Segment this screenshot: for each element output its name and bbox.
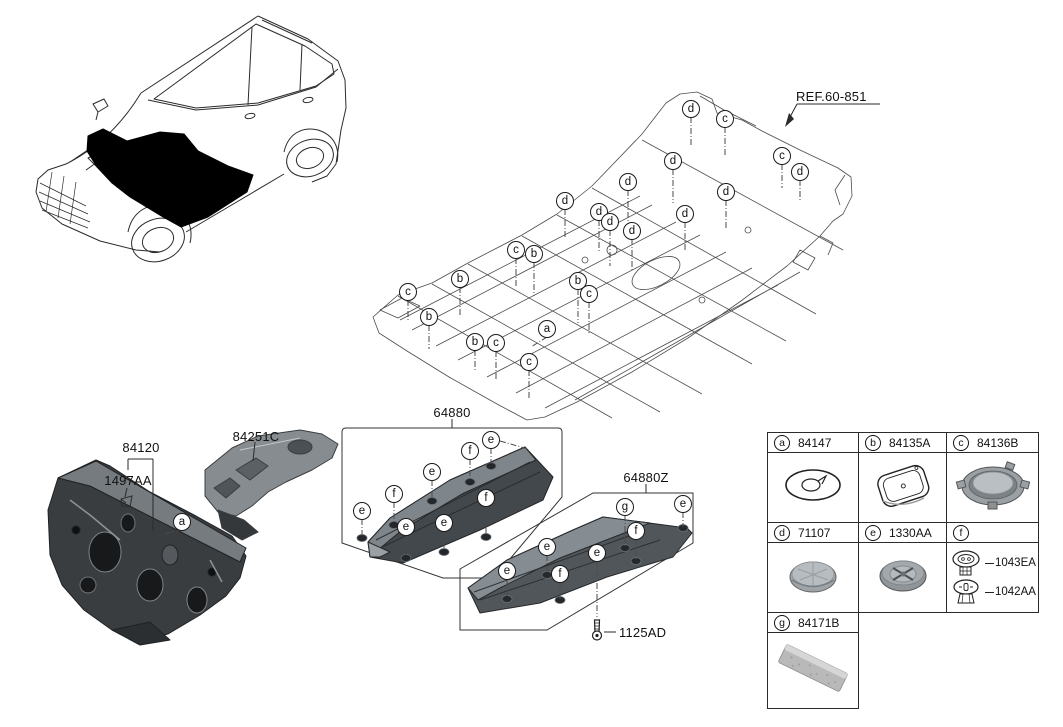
upper-pad-illustration [204, 429, 339, 541]
clip-tag-shape [120, 495, 133, 508]
callout-g: g [774, 614, 790, 631]
legend-cell-e [858, 542, 947, 613]
legend-empty-cell [859, 633, 947, 709]
label-clip: 1497AA [104, 473, 152, 488]
legend-empty-cell [947, 633, 1039, 709]
label-leader-lines [120, 419, 647, 633]
legend-header-a: a 84147 [767, 432, 859, 453]
under-cover-rear-box [459, 492, 694, 631]
dash-pad-illustration [47, 459, 247, 646]
callout-d: d [774, 524, 790, 541]
fastener-dash [985, 591, 994, 593]
callout-a: a [774, 434, 790, 451]
legend-header-f: f [946, 522, 1039, 543]
fastener-dash [985, 562, 994, 564]
legend-cell-d [767, 542, 859, 613]
callout-c: c [953, 434, 969, 451]
legend-cell-c [946, 452, 1039, 523]
part-code: 1330AA [889, 525, 932, 540]
under-cover-front-box [341, 427, 563, 579]
bolt-icon [591, 619, 603, 641]
legend-empty-cell [859, 613, 947, 633]
callout-f: f [953, 524, 969, 541]
part-code: 84171B [798, 615, 840, 630]
label-dash-pad: 84120 [122, 440, 160, 455]
ref-label: REF.60-851 [796, 89, 867, 104]
leader-line [530, 336, 548, 348]
label-under-cover-front: 64880 [433, 405, 471, 420]
legend-table: a 84147 b 84135A c 84136B [767, 432, 1039, 709]
round-grommet-icon [879, 560, 926, 592]
legend-header-c: c 84136B [946, 432, 1039, 453]
legend-cell-g [767, 632, 859, 709]
oval-grommet-icon [955, 461, 1030, 510]
legend-header-e: e 1330AA [858, 522, 947, 543]
pad-strip-icon [778, 644, 848, 692]
flat-plug-icon [785, 469, 841, 501]
part-code: 84136B [977, 435, 1019, 450]
clip-1042AA-icon [953, 579, 979, 604]
ref-leader-line [785, 103, 880, 127]
fastener-row-1: 1043EA [947, 549, 1038, 578]
label-bolt: 1125AD [619, 625, 667, 640]
floor-pan-illustration [372, 91, 853, 421]
part-code: 84135A [889, 435, 931, 450]
fastener-code: 1042AA [995, 586, 1036, 598]
fastener-row-2: 1042AA [947, 578, 1038, 607]
part-code: 71107 [798, 525, 831, 540]
extra-leader [499, 440, 529, 450]
legend-cell-a [767, 452, 859, 523]
part-code: 84147 [798, 435, 832, 450]
leader-line [163, 529, 183, 535]
legend-header-d: d 71107 [767, 522, 859, 543]
square-plug-icon [876, 464, 929, 507]
fastener-code: 1043EA [995, 557, 1036, 569]
clip-1043EA-icon [952, 550, 980, 576]
legend-cell-b [858, 452, 947, 523]
legend-header-b: b 84135A [858, 432, 947, 453]
ref-arrowhead [785, 113, 794, 127]
label-upper-pad: 84251C [232, 429, 280, 444]
blacked-out-floor-area [86, 128, 254, 228]
vehicle-illustration [35, 15, 347, 263]
dome-plug-icon [789, 561, 837, 593]
legend-header-g: g 84171B [767, 612, 859, 633]
callout-e: e [865, 524, 881, 541]
legend-empty-cell [947, 613, 1039, 633]
legend-cell-f: 1043EA 1042AA [946, 542, 1039, 613]
callout-b: b [865, 434, 881, 451]
label-under-cover-rear: 64880Z [623, 470, 669, 485]
